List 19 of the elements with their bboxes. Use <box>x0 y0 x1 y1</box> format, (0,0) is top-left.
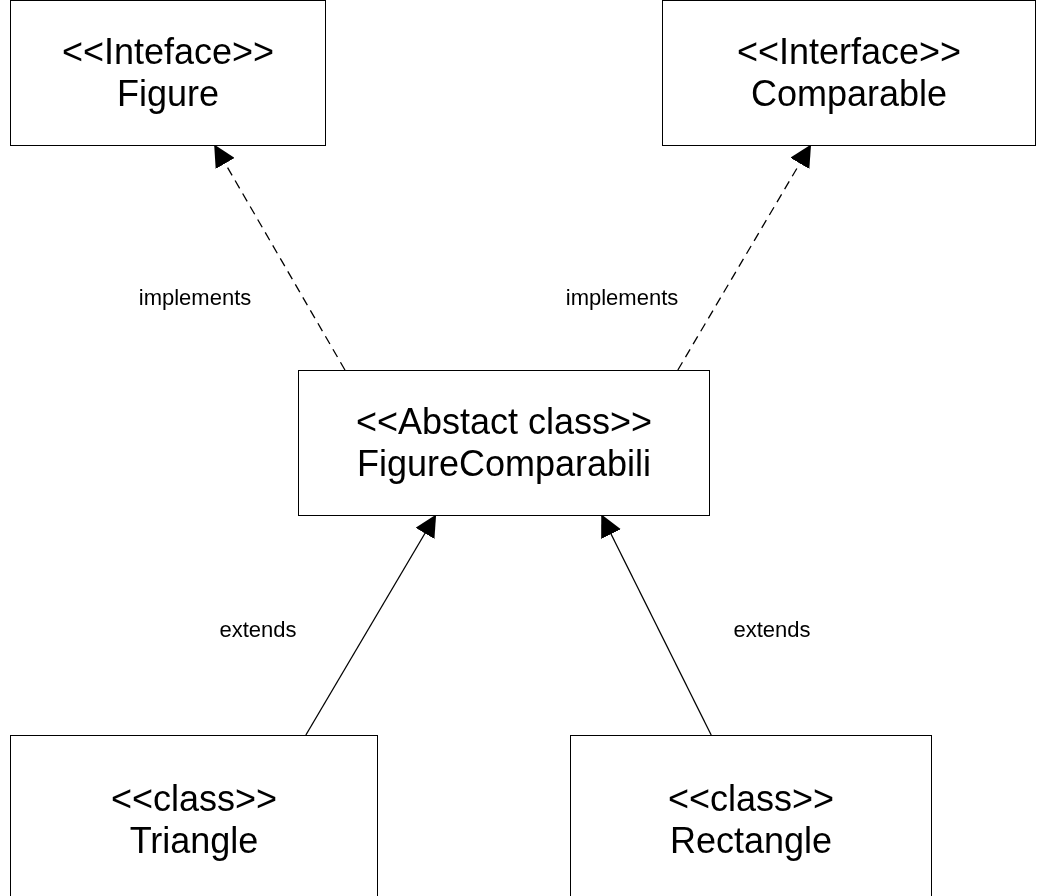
class-box <box>570 735 932 896</box>
class-name: FigureComparabili <box>356 443 652 485</box>
stereotype-text: <<Inteface>> <box>61 31 275 73</box>
class-box <box>10 735 378 896</box>
stereotype-text: <<class>> <box>667 778 835 820</box>
stereotype-text: <<Interface>> <box>736 31 962 73</box>
class-box <box>298 370 710 516</box>
class-name: Comparable <box>750 73 948 115</box>
stereotype-text: <<Abstact class>> <box>355 401 653 443</box>
arrow <box>601 514 712 736</box>
arrow <box>305 514 437 736</box>
arrow <box>677 144 812 371</box>
class-box <box>10 0 326 146</box>
stereotype-text: <<class>> <box>110 778 278 820</box>
class-name: Triangle <box>129 820 259 862</box>
class-name: Rectangle <box>669 820 833 862</box>
class-name: Figure <box>116 73 219 115</box>
class-box <box>662 0 1036 146</box>
arrow <box>214 144 346 371</box>
